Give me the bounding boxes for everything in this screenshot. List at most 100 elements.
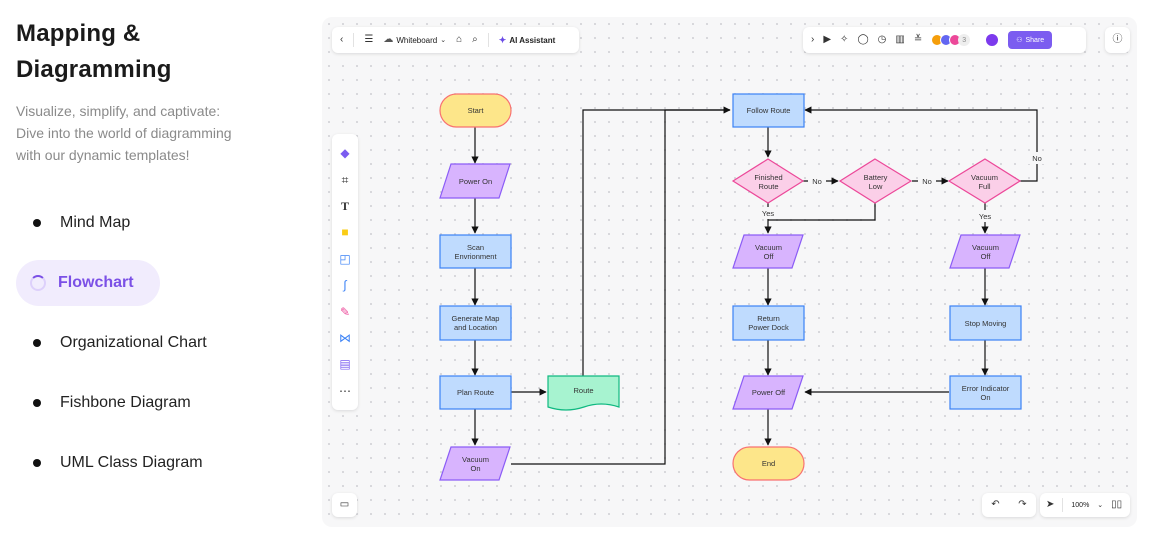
page-description: Visualize, simplify, and captivate: Dive… <box>16 100 306 166</box>
menu-item-fishbone-diagram[interactable]: Fishbone Diagram <box>16 380 266 426</box>
menu-item-label: Organizational Chart <box>60 334 207 351</box>
pointer-icon[interactable]: ➤ <box>1046 499 1055 510</box>
comment-icon[interactable]: ◯ <box>857 34 869 45</box>
edge-label-no: No <box>918 175 936 187</box>
arrow-route-follow <box>582 106 731 377</box>
node-label: Plan Route <box>456 388 495 397</box>
search-icon[interactable]: ⌕ <box>472 34 478 45</box>
tool-sidebar: ◆ ⌗ T ■ ◰ ∫ ✎ ⋈ ▤ ⋯ <box>332 134 358 410</box>
sticky-note-icon[interactable]: ■ <box>341 225 349 240</box>
template-icon[interactable]: ◆ <box>340 146 350 161</box>
hamburger-icon[interactable]: ☰ <box>364 34 374 45</box>
edge-label-yes: Yes <box>758 207 778 219</box>
chevron-down-icon[interactable]: ⌄ <box>1097 501 1104 509</box>
node-vacuum-full-shape <box>947 158 1022 204</box>
more-icon[interactable]: ⋯ <box>339 383 351 398</box>
node-label: Scan <box>466 242 485 252</box>
node-power-off[interactable]: Power Off <box>733 376 804 409</box>
add-user-icon: ⚇ <box>1016 37 1023 44</box>
share-button[interactable]: ⚇ Share <box>1008 31 1053 49</box>
redo-icon[interactable]: ↷ <box>1018 499 1027 510</box>
template-menu: Mind Map Flowchart Organizational Chart … <box>16 200 266 500</box>
node-route-doc-shape <box>547 375 620 411</box>
node-start-shape <box>439 93 512 128</box>
double-chevron-down-icon[interactable]: ≚ <box>913 34 923 45</box>
node-label: Vacuum <box>972 242 999 252</box>
arrow-battery-voff <box>768 203 876 221</box>
connector-icon[interactable]: ∫ <box>343 278 347 293</box>
node-label: and Location <box>454 323 497 332</box>
play-icon[interactable]: ▶ <box>823 34 832 45</box>
node-follow-route[interactable]: Follow Route <box>733 94 804 127</box>
chevron-left-icon[interactable]: ‹ <box>340 34 344 45</box>
node-plan-route[interactable]: Plan Route <box>440 376 511 409</box>
node-stop-moving[interactable]: Stop Moving <box>950 306 1021 340</box>
undo-icon[interactable]: ↶ <box>991 499 1000 510</box>
arrow-vfull-follow <box>804 106 1038 182</box>
menu-item-uml-class-diagram[interactable]: UML Class Diagram <box>16 440 266 486</box>
node-label: On <box>470 463 481 473</box>
chevron-down-icon[interactable]: ⌄ <box>440 36 447 44</box>
bullet-icon <box>33 339 41 347</box>
tag-icon[interactable]: ⌂ <box>456 34 463 45</box>
help-icon: ⓘ <box>1112 34 1123 45</box>
mindmap-icon[interactable]: ⋈ <box>339 330 351 345</box>
node-end[interactable]: End <box>733 447 804 480</box>
node-label: Vacuum <box>971 172 998 182</box>
menu-item-flowchart[interactable]: Flowchart <box>16 260 160 306</box>
node-label: Start <box>467 106 484 115</box>
node-label: Generate Map <box>451 314 500 323</box>
collaborator-avatars[interactable]: 3 <box>931 34 971 46</box>
menu-item-organizational-chart[interactable]: Organizational Chart <box>16 320 266 366</box>
celebrate-icon[interactable]: ✧ <box>840 34 849 45</box>
description-line-1: Visualize, simplify, and captivate: <box>16 103 221 119</box>
ai-assistant-label: AI Assistant <box>509 35 556 45</box>
vote-icon[interactable]: ▥ <box>895 34 905 45</box>
frame-icon[interactable]: ⌗ <box>341 172 349 187</box>
top-right-toolbar: › ▶ ✧ ◯ ◷ ▥ ≚ 3 ⚇ Share <box>803 27 1086 53</box>
bullet-icon <box>33 459 41 467</box>
node-label: Battery <box>863 172 888 182</box>
node-label: End <box>761 459 776 468</box>
minimap-button[interactable]: ▭ <box>332 493 357 517</box>
user-avatar[interactable] <box>985 33 1000 47</box>
node-label: Power Dock <box>748 323 789 332</box>
node-power-on-shape <box>439 163 511 199</box>
book-icon[interactable]: ▯▯ <box>1111 499 1123 510</box>
ai-assistant-button[interactable]: ✦ AI Assistant <box>499 35 556 45</box>
chevron-right-icon[interactable]: › <box>811 34 815 45</box>
pen-icon[interactable]: ✎ <box>339 304 351 319</box>
timer-icon[interactable]: ◷ <box>877 34 887 45</box>
node-power-on[interactable]: Power On <box>440 164 511 198</box>
help-button[interactable]: ⓘ <box>1105 27 1130 53</box>
node-label: Low <box>868 181 883 191</box>
node-follow-route-shape <box>732 93 805 128</box>
node-start[interactable]: Start <box>440 94 511 127</box>
shapes-icon[interactable]: ◰ <box>339 251 351 266</box>
node-label: Off <box>980 251 991 261</box>
board-name[interactable]: Whiteboard <box>396 35 438 45</box>
toolbar-divider <box>487 33 489 47</box>
zoom-controls: ➤ 100% ⌄ ▯▯ <box>1040 493 1130 517</box>
progress-ring-icon <box>30 275 46 291</box>
zoom-level[interactable]: 100% <box>1071 501 1090 509</box>
more-apps-icon[interactable]: ▤ <box>339 357 351 372</box>
node-generate-shape <box>439 305 512 341</box>
menu-item-mind-map[interactable]: Mind Map <box>16 200 266 246</box>
node-route-document[interactable]: Route <box>548 375 619 405</box>
history-controls: ↶ ↷ <box>982 493 1036 517</box>
text-icon[interactable]: T <box>340 198 349 213</box>
node-end-shape <box>732 446 805 481</box>
